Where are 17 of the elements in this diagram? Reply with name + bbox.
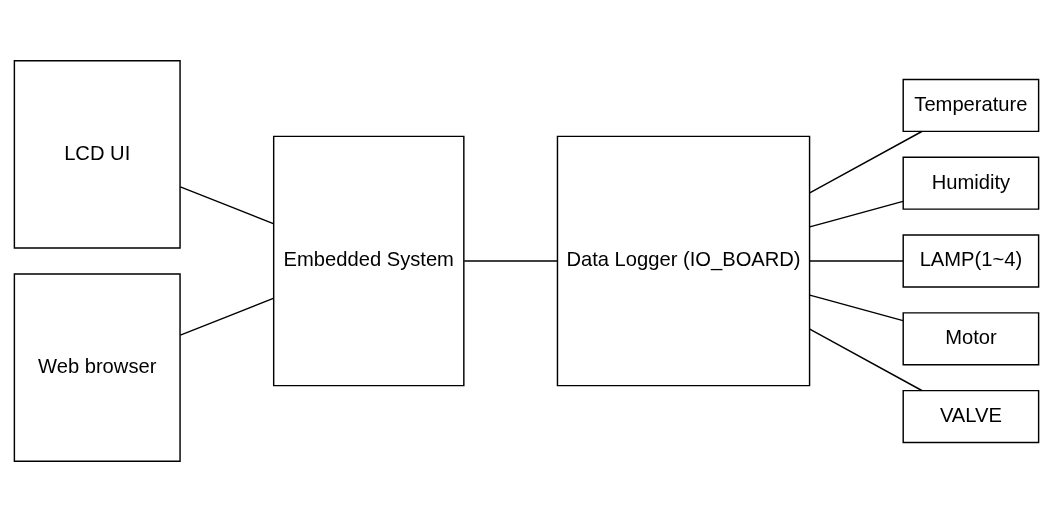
node-box: LAMP(1~4) [902, 234, 1040, 288]
connector [179, 186, 274, 225]
node-box: VALVE [902, 389, 1040, 444]
node-box: Humidity [902, 156, 1040, 210]
node-box: Web browser [13, 273, 181, 462]
connector [809, 200, 904, 228]
node-box: Embedded System [272, 135, 465, 387]
connector [809, 294, 904, 322]
connector [179, 297, 274, 336]
node-box: Temperature [902, 78, 1040, 133]
connector [809, 328, 923, 392]
node-box: Data Logger (IO_BOARD) [556, 135, 811, 387]
connector [463, 260, 558, 262]
connector [809, 260, 904, 262]
node-box: LCD UI [13, 60, 181, 249]
connector [809, 130, 923, 194]
node-box: Motor [902, 312, 1040, 366]
